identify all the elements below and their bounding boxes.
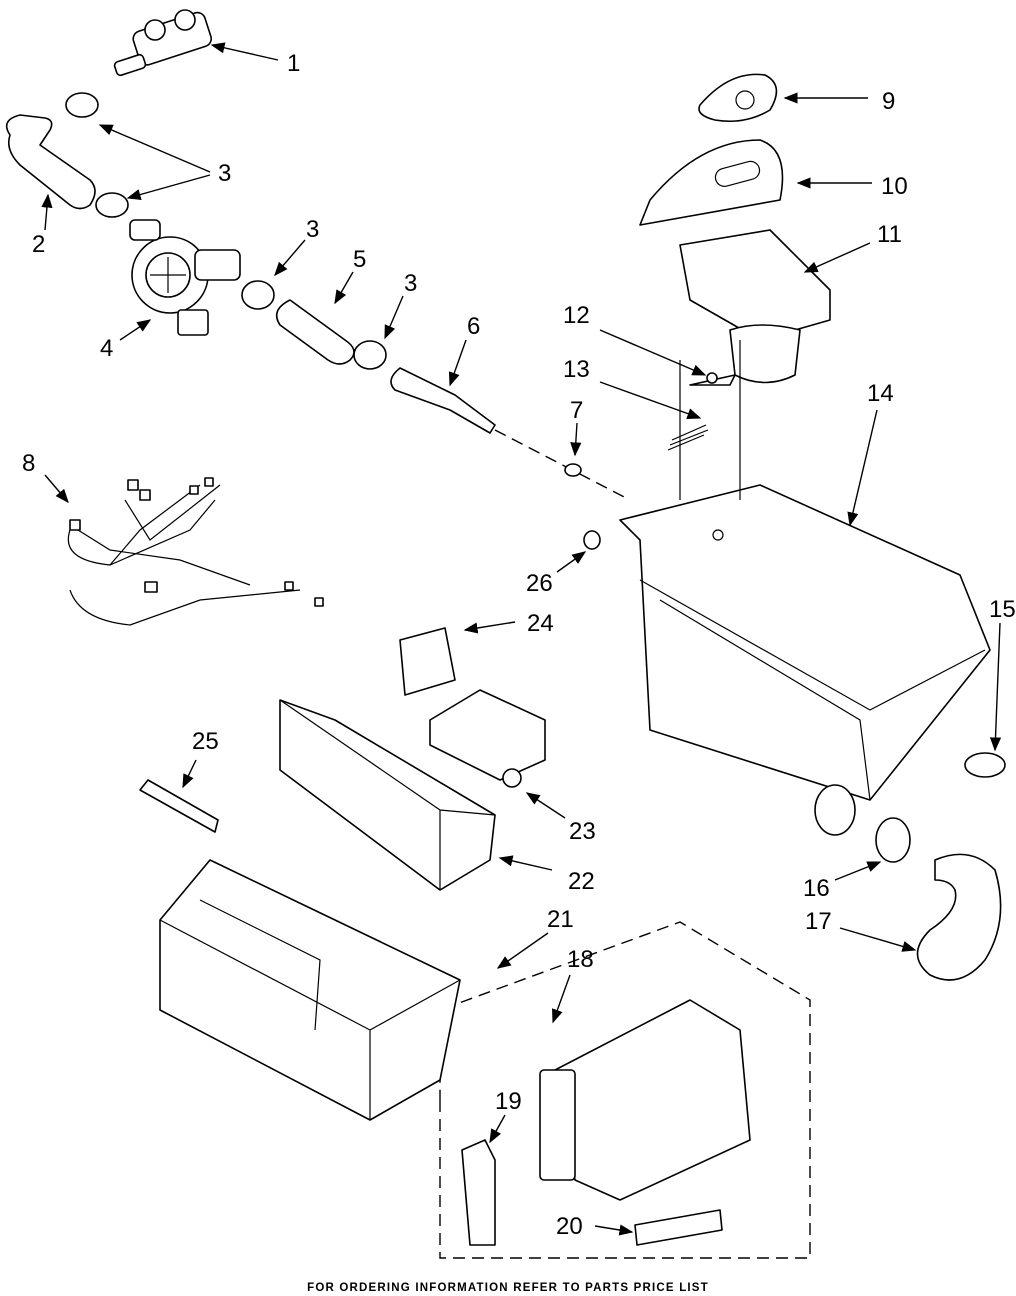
lever	[690, 373, 735, 385]
insert-19	[462, 1140, 495, 1245]
callout-18: 18	[567, 946, 594, 973]
callout-26: 26	[526, 570, 553, 597]
hose-clamp	[66, 93, 386, 369]
callout-24: 24	[527, 610, 554, 637]
wire-harness	[68, 478, 323, 625]
dispenser-drawer-front	[540, 1000, 750, 1200]
ordering-info-footer: FOR ORDERING INFORMATION REFER TO PARTS …	[0, 1282, 1016, 1294]
callout-6: 6	[467, 313, 480, 340]
inlet-hose	[7, 115, 95, 209]
callout-22: 22	[568, 868, 595, 895]
pump	[130, 220, 240, 335]
callout-3: 3	[218, 160, 231, 187]
callout-7: 7	[570, 397, 583, 424]
siphon-23	[430, 690, 545, 787]
callout-17: 17	[805, 908, 832, 935]
cover-24	[400, 628, 455, 695]
callout-3: 3	[306, 216, 319, 243]
callout-25: 25	[192, 728, 219, 755]
label-20	[635, 1210, 722, 1245]
hose-17	[918, 854, 1001, 980]
spring	[668, 425, 708, 450]
cap-15	[965, 753, 1005, 777]
callout-4: 4	[100, 335, 113, 362]
callout-5: 5	[353, 246, 366, 273]
callout-21: 21	[547, 906, 574, 933]
callout-10: 10	[881, 173, 908, 200]
cap	[699, 74, 776, 121]
callout-15: 15	[989, 596, 1016, 623]
callout-1: 1	[287, 50, 300, 77]
hose-6	[391, 368, 630, 500]
callout-8: 8	[22, 450, 35, 477]
callout-11: 11	[877, 221, 902, 248]
callout-13: 13	[563, 356, 590, 383]
callout-3: 3	[404, 270, 417, 297]
callout-9: 9	[882, 88, 895, 115]
gasket	[640, 140, 783, 225]
clip-25	[140, 780, 218, 832]
dispenser-drawer	[160, 860, 460, 1120]
callout-14: 14	[867, 380, 894, 407]
callout-2: 2	[32, 231, 45, 258]
callout-23: 23	[569, 818, 596, 845]
o-ring	[565, 464, 581, 476]
callout-12: 12	[563, 302, 590, 329]
callout-16: 16	[803, 875, 830, 902]
hose-5	[277, 300, 354, 364]
callout-19: 19	[495, 1088, 522, 1115]
actuator	[680, 230, 830, 383]
grommet-26	[584, 531, 600, 549]
callout-20: 20	[556, 1213, 583, 1240]
water-valve	[114, 10, 214, 76]
